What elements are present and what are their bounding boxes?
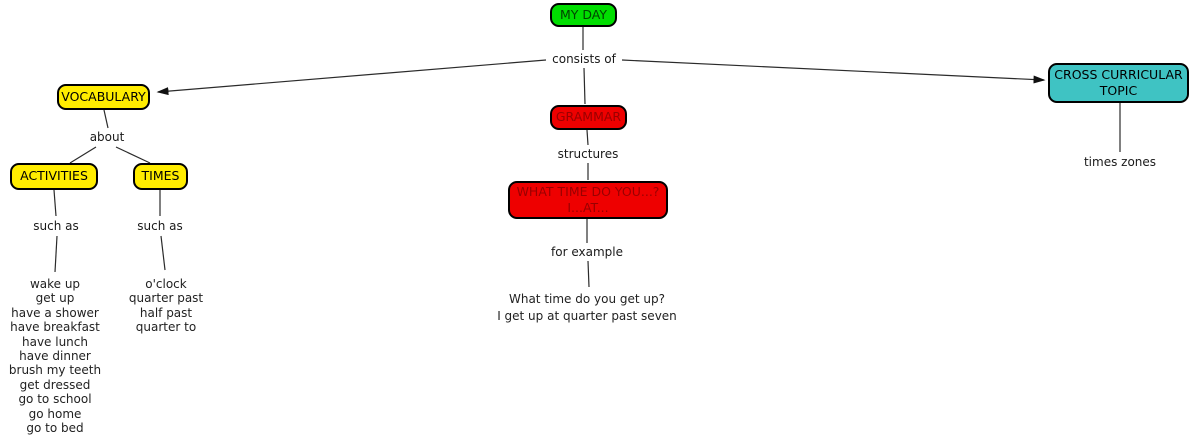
node-activities[interactable]: ACTIVITIES <box>10 163 98 190</box>
edge-consistsof-grammar <box>583 67 586 105</box>
edge-activities-suchas <box>53 189 57 217</box>
leaf-list-times: o'clock quarter past half past quarter t… <box>116 277 216 335</box>
edge-consistsof-vocabulary <box>156 59 547 96</box>
list-item: have lunch <box>21 334 88 349</box>
node-cross-curricular-topic-line2: TOPIC <box>1099 83 1138 98</box>
node-what-time-structure-line2: I...AT... <box>567 200 609 215</box>
list-item: get up <box>35 291 75 306</box>
node-grammar[interactable]: GRAMMAR <box>550 105 627 130</box>
list-item: go to school <box>18 392 92 407</box>
edge-suchas-activitieslist <box>54 235 58 273</box>
node-what-time-structure-line1: WHAT TIME DO YOU...? <box>516 183 660 199</box>
list-item: half past <box>139 305 193 320</box>
leaf-list-activities: wake up get up have a shower have breakf… <box>5 277 105 435</box>
edge-about-activities <box>69 146 97 164</box>
list-item: have a shower <box>11 305 99 320</box>
list-item: o'clock <box>145 277 187 291</box>
list-item: get dressed <box>19 377 91 392</box>
node-what-time-structure[interactable]: WHAT TIME DO YOU...? I...AT... <box>508 181 668 219</box>
list-item: brush my teeth <box>8 363 102 378</box>
edge-grammar-structures <box>586 129 589 146</box>
list-item: go to bed <box>26 421 84 436</box>
edge-label-such-as-times: such as <box>137 219 183 233</box>
edge-label-for-example: for example <box>551 245 623 259</box>
list-item: quarter to <box>135 320 197 335</box>
edge-forexample-sentence <box>587 260 590 288</box>
example-question: What time do you get up? <box>508 292 666 306</box>
edge-label-about: about <box>89 130 125 144</box>
node-cross-curricular-topic[interactable]: CROSS CURRICULAR TOPIC <box>1048 63 1189 103</box>
list-item: have dinner <box>19 349 91 364</box>
node-vocabulary[interactable]: VOCABULARY <box>57 84 150 110</box>
edge-consistsof-crosscurricular <box>621 59 1046 84</box>
list-item: have breakfast <box>10 320 100 335</box>
edge-about-times <box>115 146 151 164</box>
node-my-day[interactable]: MY DAY <box>550 3 617 27</box>
example-answer: I get up at quarter past seven <box>497 308 677 323</box>
edge-vocabulary-about <box>103 109 109 129</box>
list-item: wake up <box>29 277 81 291</box>
leaf-times-zones: times zones <box>1083 155 1157 169</box>
node-cross-curricular-topic-line1: CROSS CURRICULAR <box>1054 66 1183 82</box>
leaf-example-sentences: What time do you get up? I get up at qua… <box>437 291 737 324</box>
edge-suchas-timeslist <box>160 235 166 271</box>
edge-label-structures: structures <box>557 147 619 161</box>
node-times[interactable]: TIMES <box>133 163 188 190</box>
list-item: quarter past <box>128 291 204 306</box>
edge-label-such-as-activities: such as <box>33 219 79 233</box>
edge-label-consists-of: consists of <box>552 52 616 66</box>
list-item: go home <box>28 406 82 421</box>
